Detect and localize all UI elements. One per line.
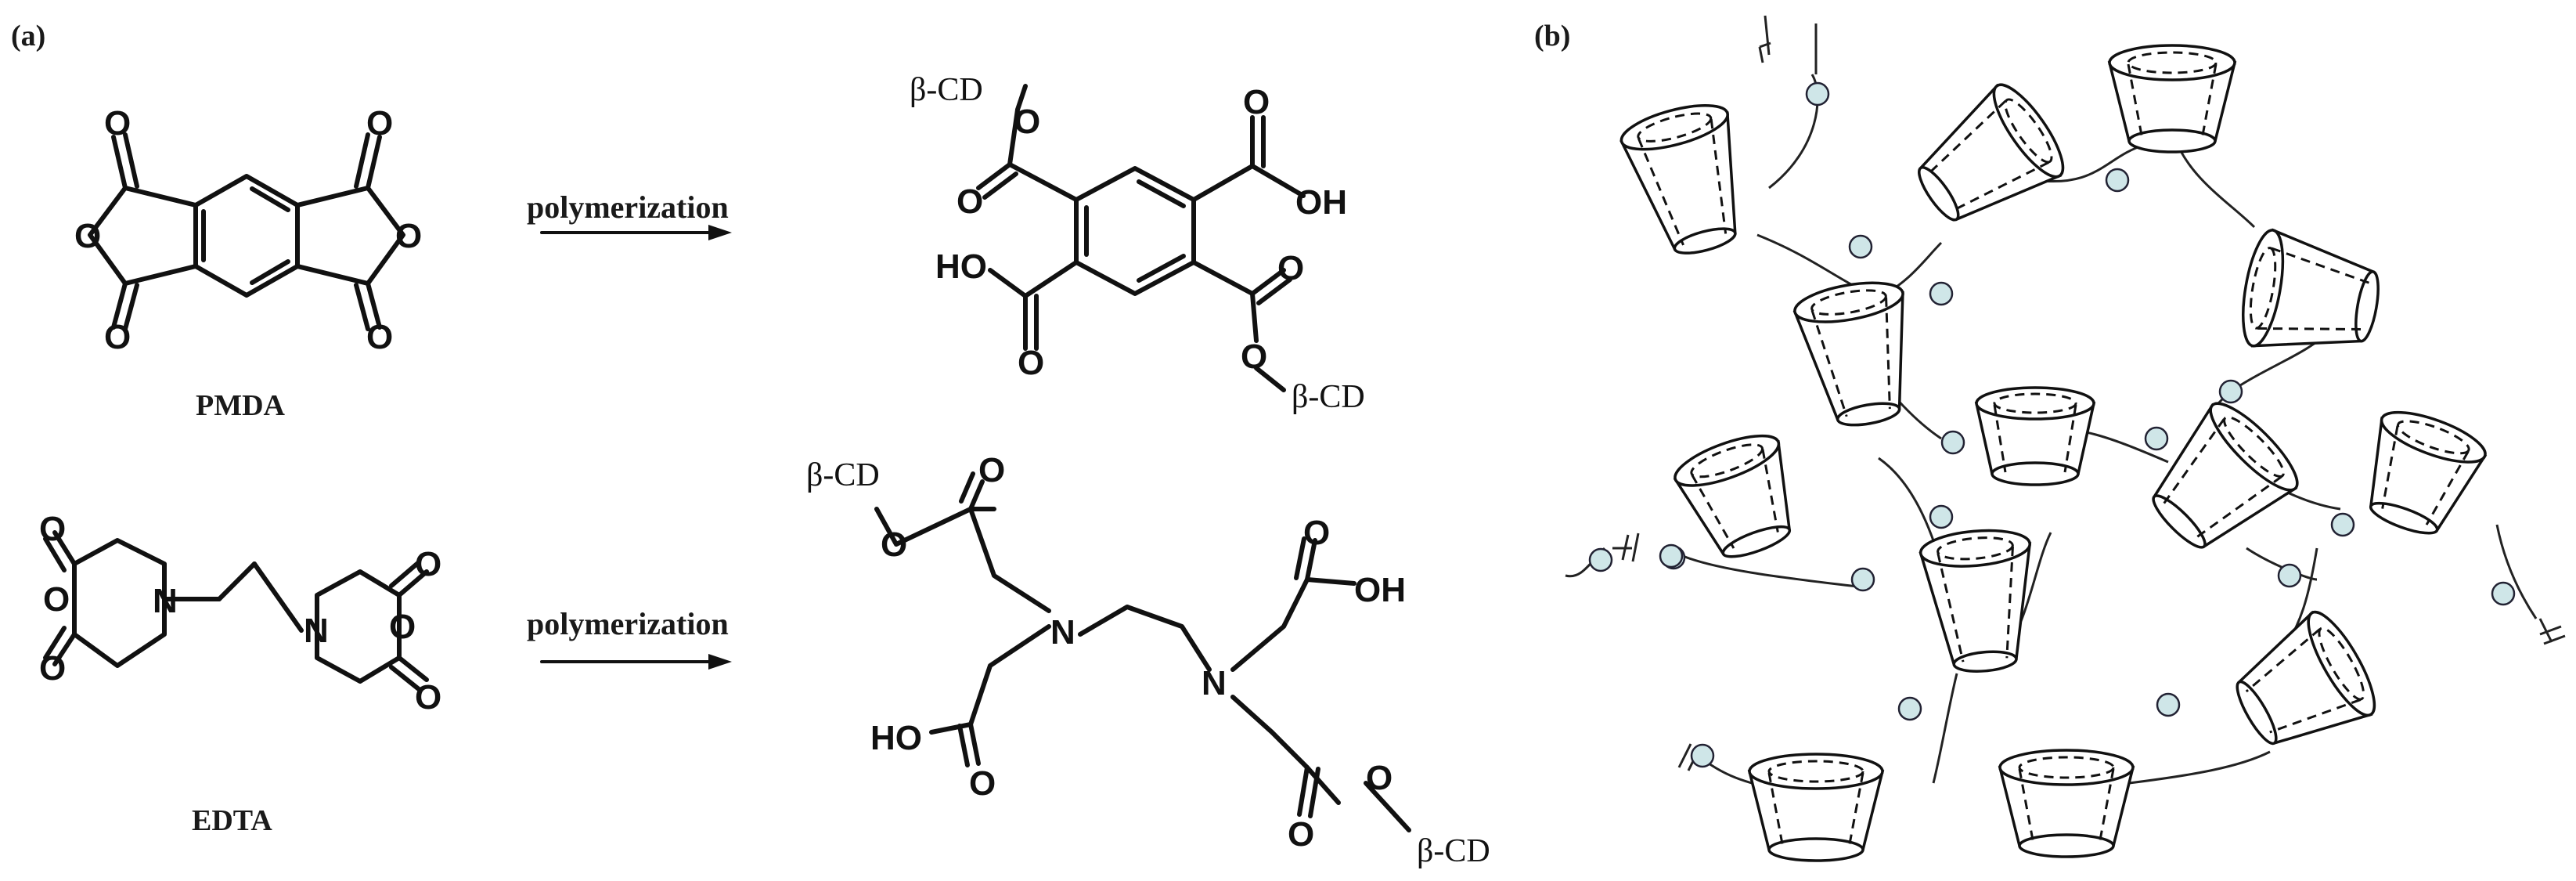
arrow-label-1: polymerization — [527, 190, 729, 225]
atom-ho: HO — [935, 247, 987, 286]
reactant-name-edta: EDTA — [192, 804, 272, 837]
pmda-structure — [88, 132, 405, 331]
atom-o: O — [389, 608, 416, 646]
substituent-beta-cd: β-CD — [1417, 833, 1490, 869]
atom-o: O — [395, 217, 422, 255]
atom-o: O — [1277, 249, 1304, 287]
atom-n: N — [1050, 613, 1075, 652]
atom-n: N — [304, 612, 329, 650]
edta-structure — [43, 530, 429, 691]
atom-o: O — [104, 104, 131, 143]
atom-o: O — [957, 182, 983, 221]
atom-o: O — [415, 678, 441, 717]
atom-o: O — [366, 318, 393, 356]
atom-ho: HO — [870, 719, 922, 757]
atom-o: O — [1243, 83, 1270, 121]
atom-oh: OH — [1354, 571, 1406, 609]
arrow-head-1 — [708, 225, 732, 240]
atom-o: O — [969, 764, 996, 803]
atom-o: O — [43, 580, 70, 619]
atom-o: O — [978, 451, 1005, 489]
substituent-beta-cd: β-CD — [1292, 379, 1365, 415]
atom-n: N — [1202, 664, 1227, 702]
panel-a-label: (a) — [11, 20, 45, 52]
atom-o: O — [104, 318, 131, 356]
panel-b-label: (b) — [1534, 20, 1570, 52]
substituent-beta-cd: β-CD — [910, 72, 983, 108]
reactant-name-pmda: PMDA — [196, 389, 286, 422]
atom-o: O — [881, 525, 907, 564]
atom-o: O — [1366, 759, 1392, 797]
atom-o: O — [1014, 103, 1040, 141]
polymer-network — [1565, 15, 2566, 862]
atom-oh: OH — [1295, 183, 1347, 222]
atom-n: N — [153, 582, 178, 620]
substituent-beta-cd: β-CD — [806, 457, 880, 493]
atom-o: O — [1241, 338, 1267, 376]
arrow-label-2: polymerization — [527, 606, 729, 641]
atom-o: O — [39, 649, 66, 688]
atom-o: O — [1018, 344, 1044, 382]
arrow-head-2 — [708, 654, 732, 670]
atom-o: O — [74, 217, 101, 255]
atom-o: O — [39, 510, 66, 548]
atom-o: O — [366, 104, 393, 143]
atom-o: O — [1303, 514, 1330, 552]
edta-product — [874, 471, 1411, 832]
atom-o: O — [1288, 815, 1314, 854]
pmda-product — [976, 84, 1306, 392]
atom-o: O — [415, 545, 441, 583]
